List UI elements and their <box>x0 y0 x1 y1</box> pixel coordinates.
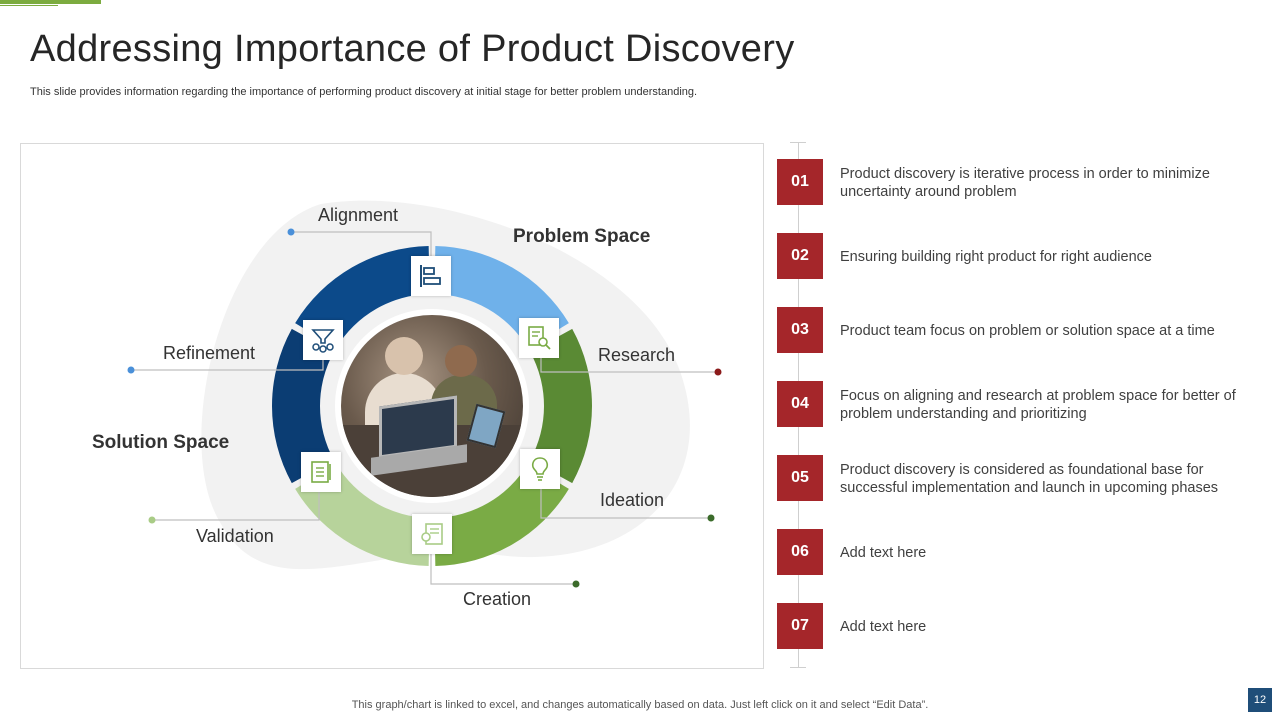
segment-research-ideation <box>530 328 592 484</box>
dot-alignment <box>287 228 295 236</box>
list-number: 03 <box>777 307 823 353</box>
dot-research <box>714 368 722 376</box>
segment-ideation-creation <box>434 464 569 566</box>
timeline-tick-top <box>790 142 806 143</box>
list-item: 07 Add text here <box>777 603 1257 649</box>
document-search-icon <box>528 326 551 350</box>
list-number: 04 <box>777 381 823 427</box>
label-research: Research <box>598 345 676 365</box>
list-number: 05 <box>777 455 823 501</box>
dot-creation <box>572 580 580 588</box>
list-text: Add text here <box>840 619 927 635</box>
label-problem-space: Problem Space <box>513 226 651 247</box>
funnel-gears-icon <box>311 329 335 353</box>
alignment-tile <box>411 256 451 296</box>
lightbulb-icon <box>531 457 549 481</box>
list-number: 02 <box>777 233 823 279</box>
label-ideation: Ideation <box>600 490 665 510</box>
footer-note: This graph/chart is linked to excel, and… <box>351 699 929 711</box>
creation-tile <box>412 514 452 554</box>
dot-ideation <box>707 514 715 522</box>
diagram-panel: Alignment Research Ideation Creation Val… <box>20 143 764 669</box>
slide-subtitle: This slide provides information regardin… <box>30 86 698 98</box>
list-text: Add text here <box>840 545 927 561</box>
list-item: 06 Add text here <box>777 529 1257 575</box>
idea-document-icon <box>421 523 443 545</box>
label-solution-space: Solution Space <box>92 432 230 453</box>
list-number: 06 <box>777 529 823 575</box>
dot-refinement <box>127 366 135 374</box>
label-creation: Creation <box>463 589 532 609</box>
list-text: Product discovery is iterative process i… <box>840 166 1210 200</box>
label-alignment: Alignment <box>318 205 399 225</box>
checklist-icon <box>311 461 331 483</box>
team-photo <box>341 315 523 497</box>
list-item: 03 Product team focus on problem or solu… <box>777 307 1257 353</box>
dot-validation <box>148 516 156 524</box>
validation-tile <box>301 452 341 492</box>
research-tile <box>519 318 559 358</box>
list-number: 01 <box>777 159 823 205</box>
list-item: 02 Ensuring building right product for r… <box>777 233 1257 279</box>
list-text: Ensuring building right product for righ… <box>840 249 1152 265</box>
list-item: 04 Focus on aligning and research at pro… <box>777 381 1257 427</box>
accent-line <box>0 5 58 6</box>
list-text: Focus on aligning and research at proble… <box>840 388 1236 422</box>
list-item: 05 Product discovery is considered as fo… <box>777 455 1257 501</box>
align-left-icon <box>420 265 441 287</box>
label-validation: Validation <box>196 526 274 546</box>
connector-creation <box>430 539 576 585</box>
connector-validation <box>152 484 320 521</box>
ideation-tile <box>520 449 560 489</box>
list-text: Product discovery is considered as found… <box>840 462 1219 496</box>
slide-title: Addressing Importance of Product Discove… <box>30 28 795 70</box>
accent-bar <box>0 0 101 4</box>
connector-alignment <box>291 231 432 256</box>
refinement-tile <box>303 320 343 360</box>
list-item: 01 Product discovery is iterative proces… <box>777 159 1257 205</box>
page-number: 12 <box>1248 688 1272 712</box>
list-text: Product team focus on problem or solutio… <box>840 323 1215 339</box>
label-refinement: Refinement <box>163 343 256 363</box>
list-number: 07 <box>777 603 823 649</box>
timeline-tick-bottom <box>790 667 806 668</box>
connector-ideation <box>540 482 711 519</box>
segment-validation-refinement <box>272 328 334 484</box>
